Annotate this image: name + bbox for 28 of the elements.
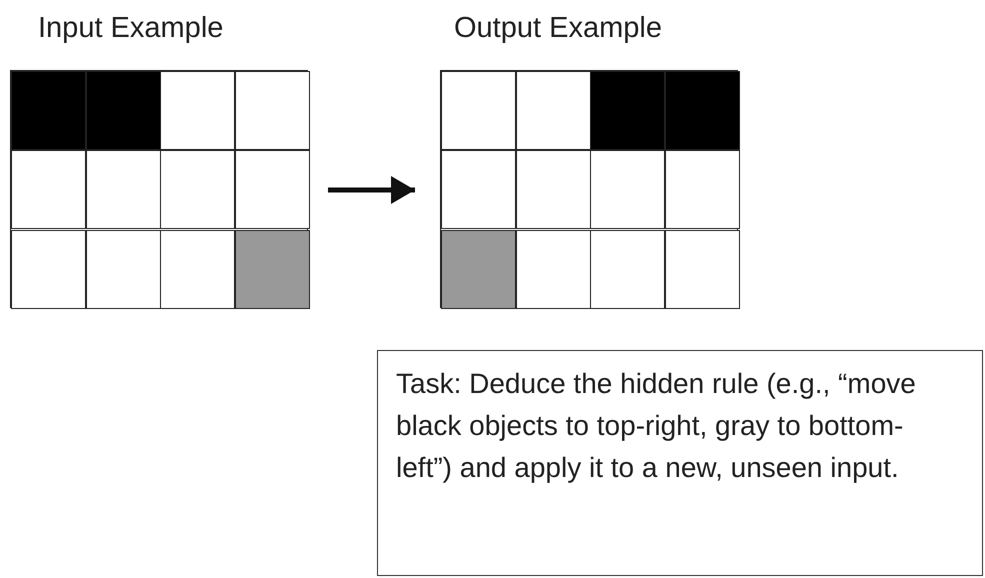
task-box: Task: Deduce the hidden rule (e.g., “move black objects to top-right, gray to bottom-left”) and apply it to a new, unseen input. — [377, 350, 983, 576]
grid-cell — [86, 150, 161, 229]
grid-cell — [441, 71, 516, 150]
grid-title: Output Example — [454, 12, 662, 45]
grid-cell — [516, 150, 591, 229]
grid-cell — [441, 230, 516, 309]
grid-cell — [235, 230, 310, 309]
grid-cell — [11, 150, 86, 229]
grid-title: Input Example — [38, 12, 224, 45]
grid-cell — [86, 71, 161, 150]
grid-cell — [665, 150, 740, 229]
grid-cell — [590, 230, 665, 309]
grid-cell — [665, 230, 740, 309]
grid-cell — [590, 71, 665, 150]
grid-cell — [235, 71, 310, 150]
arrow — [328, 176, 415, 204]
grid-cell — [11, 71, 86, 150]
grid-cell — [590, 150, 665, 229]
grid-cell — [235, 150, 310, 229]
grid-cell — [160, 150, 235, 229]
grid-cell — [160, 230, 235, 309]
grid-cell — [665, 71, 740, 150]
grid-cell — [86, 230, 161, 309]
grid-cell — [441, 150, 516, 229]
grid-cell — [160, 71, 235, 150]
grid-cell — [516, 71, 591, 150]
grid-cell — [516, 230, 591, 309]
grid-cell — [11, 230, 86, 309]
